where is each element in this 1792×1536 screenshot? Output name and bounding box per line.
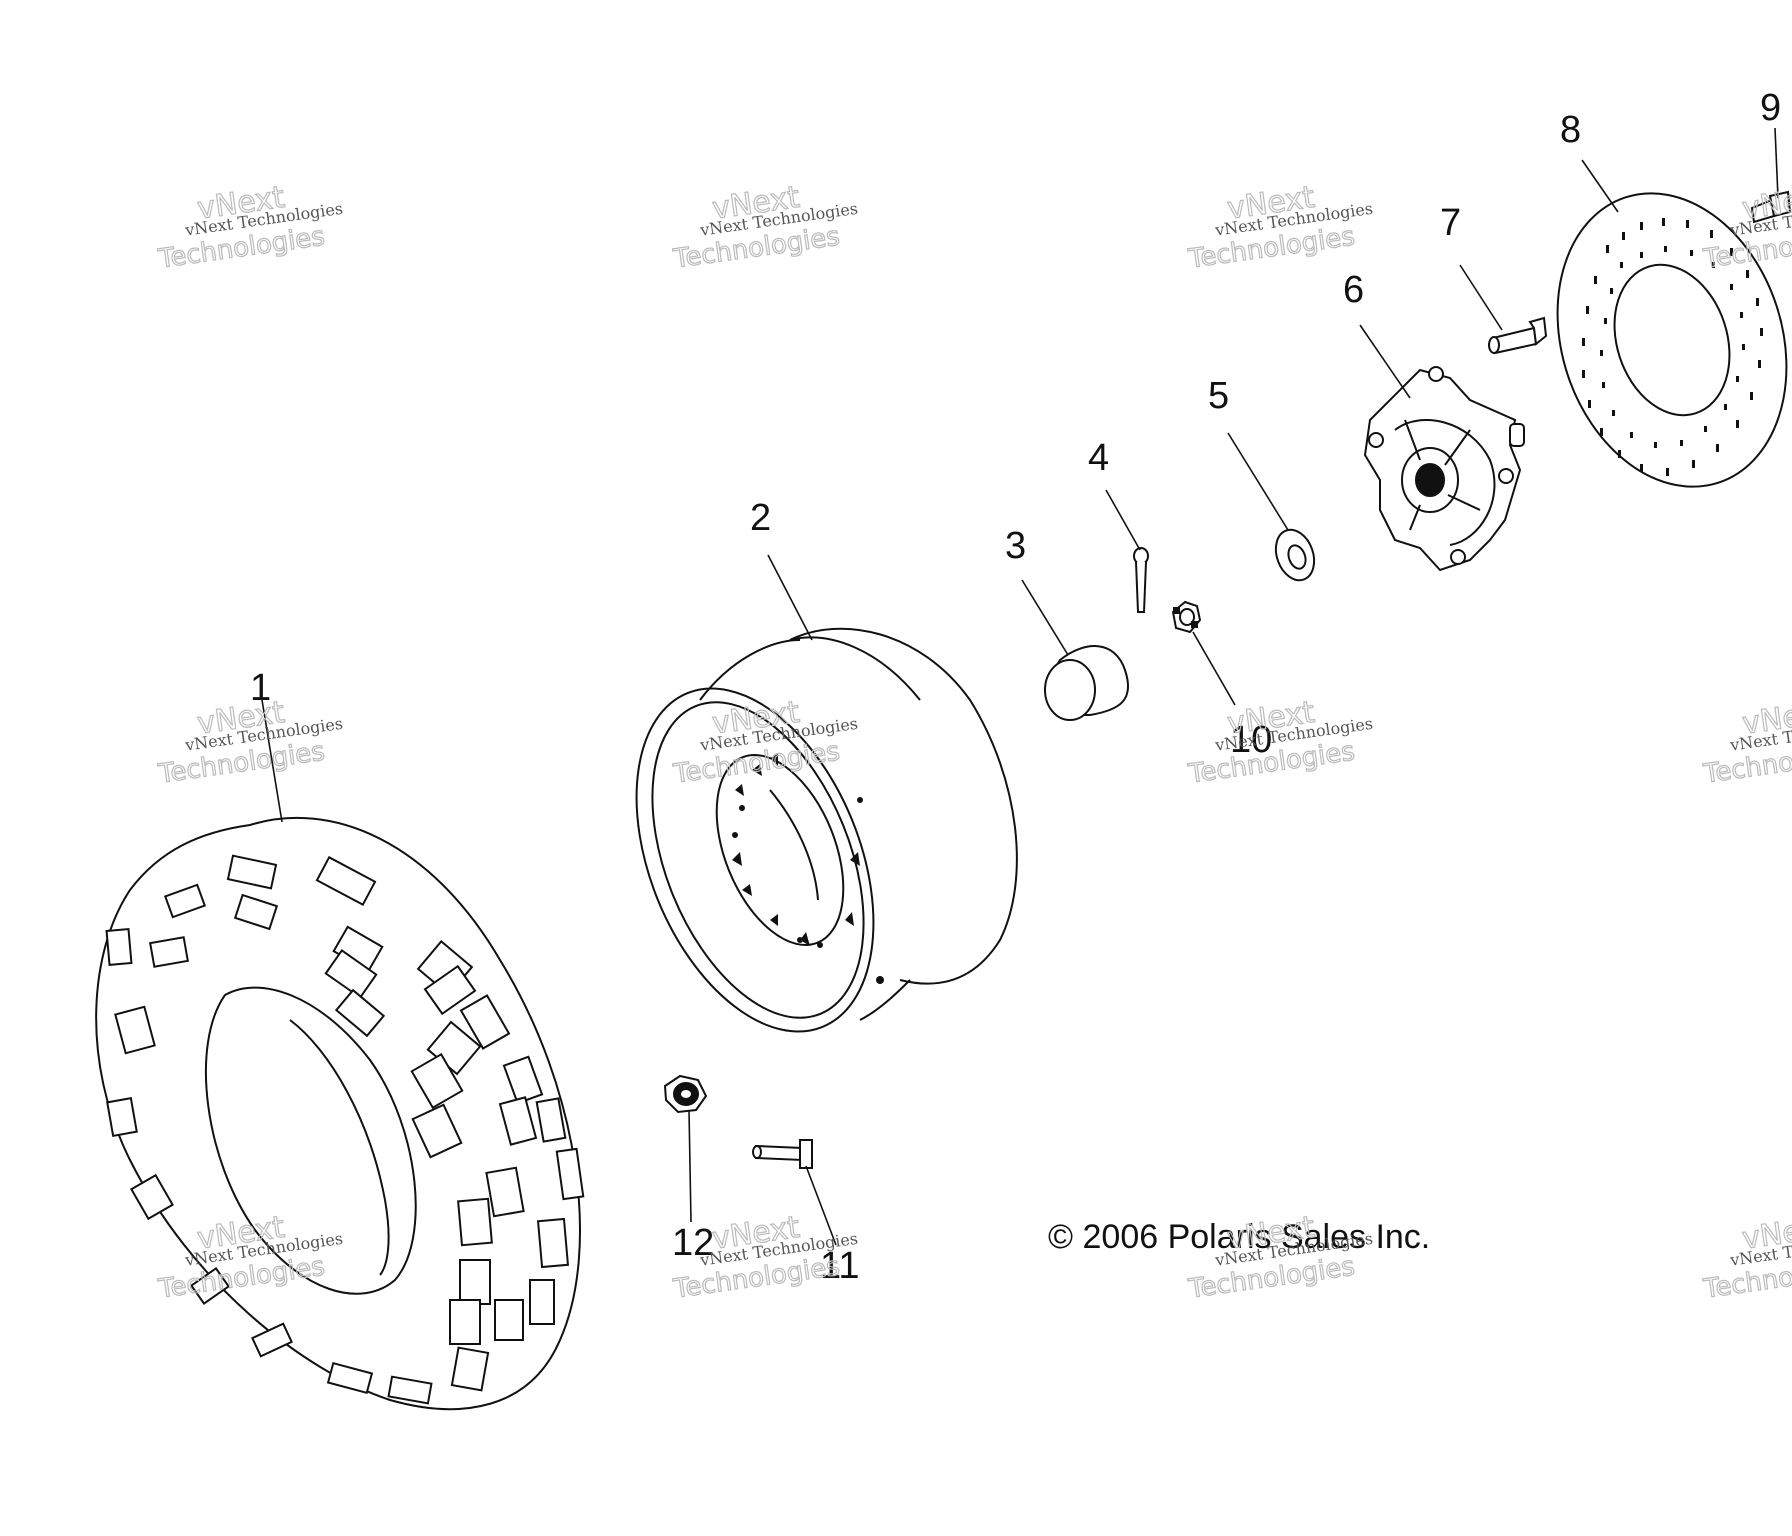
copyright-notice: © 2006 Polaris Sales Inc. <box>1048 1218 1430 1256</box>
stud-bolt-part-7[interactable] <box>1489 318 1546 353</box>
tire-part-1[interactable] <box>96 818 583 1409</box>
callout-3: 3 <box>1005 525 1026 567</box>
brake-disc-vent-holes <box>1582 218 1763 476</box>
brake-disc-part-8[interactable] <box>1521 163 1792 516</box>
washer-part-5[interactable] <box>1269 524 1321 585</box>
wheel-rim-part-2[interactable] <box>590 629 1017 1067</box>
callout-12: 12 <box>672 1222 714 1264</box>
callout-2: 2 <box>750 497 771 539</box>
lug-nut-part-12[interactable] <box>665 1076 706 1112</box>
wheel-hub-part-6[interactable] <box>1365 367 1524 570</box>
callout-5: 5 <box>1208 375 1229 417</box>
callout-8: 8 <box>1560 109 1581 151</box>
rim-bolt-holes <box>732 754 884 984</box>
bolt-part-11[interactable] <box>753 1140 812 1168</box>
callout-labels: 1 2 3 4 5 6 7 8 9 10 11 12 <box>250 87 1781 1287</box>
callout-6: 6 <box>1343 269 1364 311</box>
cotter-pin-part-4[interactable] <box>1134 548 1148 612</box>
callout-1: 1 <box>250 667 271 709</box>
callout-10: 10 <box>1230 719 1272 761</box>
bolt-part-9[interactable] <box>1752 192 1790 222</box>
callout-7: 7 <box>1440 202 1461 244</box>
callout-4: 4 <box>1088 437 1109 479</box>
leader-lines <box>261 127 1779 1246</box>
callout-9: 9 <box>1760 87 1781 129</box>
tire-tread-lugs <box>107 856 584 1404</box>
castle-nut-part-10[interactable] <box>1173 602 1200 632</box>
callout-11: 11 <box>820 1245 859 1287</box>
hub-cap-part-3[interactable] <box>1045 646 1128 720</box>
